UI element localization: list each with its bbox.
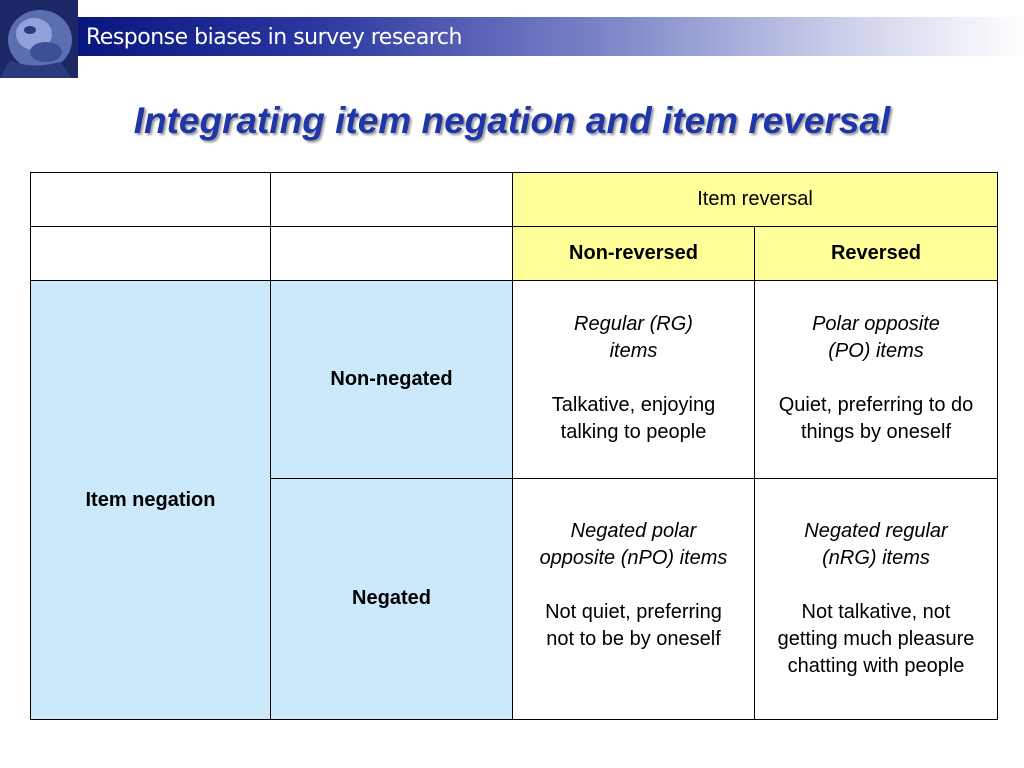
cell-example: not to be by oneself xyxy=(546,627,721,650)
cell-spacer xyxy=(519,653,748,680)
cell-type-label: Negated regular xyxy=(804,519,948,542)
table-row: Negated Negated polar opposite (nPO) ite… xyxy=(31,477,998,721)
slide-title: Integrating item negation and item rever… xyxy=(133,100,891,141)
table-row: Item negation Non-negated Regular (RG) i… xyxy=(30,280,998,720)
cell-type-label: items xyxy=(609,340,658,363)
cell-example: chatting with people xyxy=(787,654,965,677)
table-row: Non-reversed Reversed xyxy=(30,226,998,282)
cell-example: Quiet, preferring to do xyxy=(778,394,974,417)
cell-example: Not quiet, preferring xyxy=(545,600,722,623)
cell-type-label: Negated polar xyxy=(570,519,697,542)
item-reversal-header: Item reversal xyxy=(512,171,998,228)
npo-items-cell: Negated polar opposite (nPO) items Not q… xyxy=(512,477,755,721)
cell-type-label: (PO) items xyxy=(828,340,924,363)
po-items-cell: Polar opposite (PO) items Quiet, preferr… xyxy=(754,280,998,479)
reversed-header: Reversed xyxy=(754,226,998,282)
non-negated-header: Non-negated xyxy=(270,280,513,479)
cell-example: talking to people xyxy=(560,421,707,444)
cell-type-label: Regular (RG) xyxy=(574,313,693,336)
negated-header: Negated xyxy=(270,477,513,721)
table-row: Item reversal xyxy=(30,171,998,228)
cell-example: getting much pleasure xyxy=(777,627,975,650)
empty-cell xyxy=(270,171,513,228)
rg-items-cell: Regular (RG) items Talkative, enjoying t… xyxy=(512,280,755,479)
slide-header: Response biases in survey research xyxy=(0,0,1024,78)
nrg-items-cell: Negated regular (nRG) items Not talkativ… xyxy=(754,477,998,721)
cell-example: Not talkative, not xyxy=(801,600,951,623)
cell-example: Talkative, enjoying xyxy=(551,394,716,417)
cell-example: things by oneself xyxy=(800,421,952,444)
non-reversed-header: Non-reversed xyxy=(512,226,755,282)
empty-cell xyxy=(30,226,271,282)
cell-type-label: Polar opposite xyxy=(812,313,940,336)
empty-cell xyxy=(30,171,271,228)
cell-type-label: (nRG) items xyxy=(822,546,930,569)
banner-title: Response biases in survey research xyxy=(86,25,462,50)
lion-logo-icon xyxy=(0,0,78,78)
negation-reversal-table: Item reversal Non-reversed Reversed Item… xyxy=(30,171,998,721)
empty-cell xyxy=(270,226,513,282)
header-banner: Response biases in survey research xyxy=(78,17,1024,56)
item-negation-header: Item negation xyxy=(30,280,271,720)
cell-type-label: opposite (nPO) items xyxy=(539,546,728,569)
